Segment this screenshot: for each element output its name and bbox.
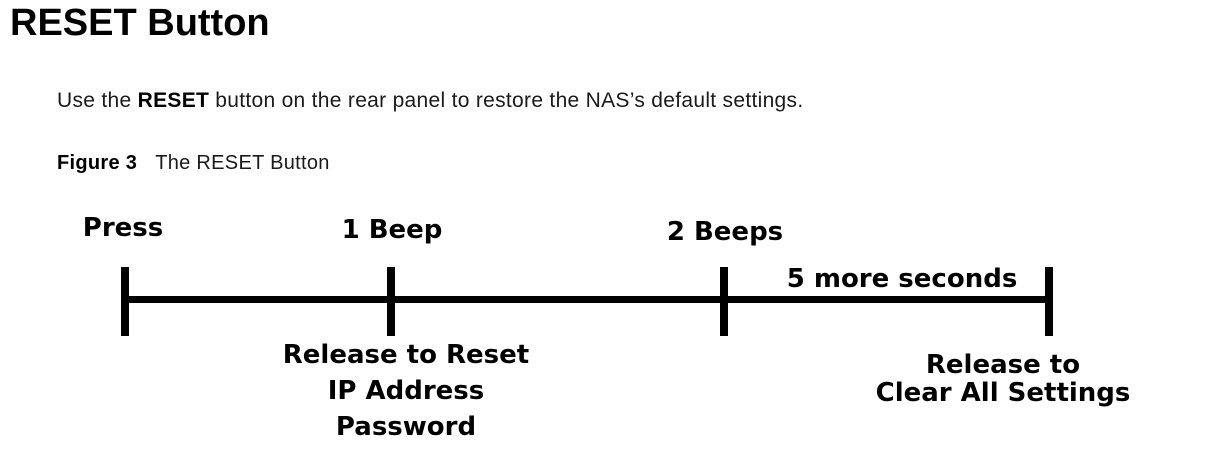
label-release-to-clear: Release to Clear All Settings <box>876 351 1131 407</box>
label-release-to-reset-line-3: Password <box>335 412 477 442</box>
figure-label: Figure 3 <box>57 152 138 174</box>
label-2-beeps: 2 Beeps <box>666 217 784 247</box>
label-release-to-reset-line-2: IP Address <box>327 376 485 406</box>
label-press: Press <box>82 213 164 243</box>
label-release-to-clear-line-2: Clear All Settings <box>875 378 1131 408</box>
page-title: RESET Button <box>10 2 270 44</box>
intro-text-bold: RESET <box>137 89 210 112</box>
timeline-tick-end <box>1045 267 1053 336</box>
intro-paragraph: Use the RESET button on the rear panel t… <box>57 89 803 113</box>
label-release-to-clear-line-1: Release to <box>925 350 1081 380</box>
label-release-to-reset: Release to Reset IP Address Password <box>283 337 529 445</box>
label-release-to-reset-line-1: Release to Reset <box>282 340 530 370</box>
timeline-tick-1-beep <box>387 267 395 336</box>
figure-title: The RESET Button <box>155 152 330 174</box>
timeline-tick-2-beeps <box>720 267 728 336</box>
intro-text-post: button on the rear panel to restore the … <box>209 89 804 112</box>
label-5-more-seconds: 5 more seconds <box>786 264 1018 294</box>
intro-text-pre: Use the <box>57 89 138 112</box>
timeline-line <box>121 296 1053 303</box>
figure-caption: Figure 3 The RESET Button <box>57 152 330 175</box>
timeline-tick-press <box>121 267 129 336</box>
label-1-beep: 1 Beep <box>341 215 443 245</box>
